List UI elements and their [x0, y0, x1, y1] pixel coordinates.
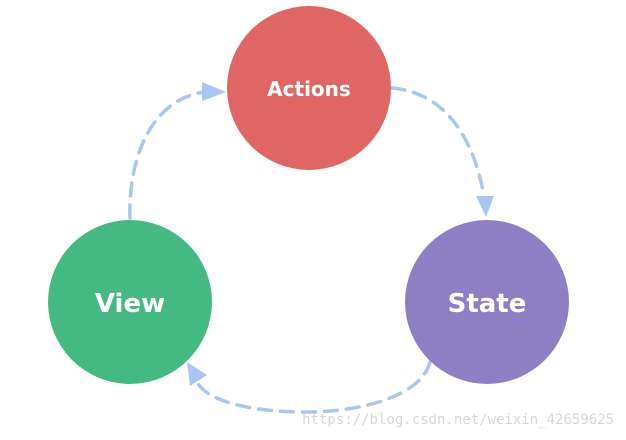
edge-view-to-actions-line	[128, 90, 206, 220]
edge-actions-to-state-arrowhead	[476, 196, 494, 217]
node-view: View	[48, 220, 212, 384]
node-view-circle	[48, 220, 212, 384]
edge-state-to-view-line	[195, 360, 432, 414]
watermark: https://blog.csdn.net/weixin_42659625	[302, 412, 614, 428]
node-actions-label: Actions	[267, 77, 351, 101]
edge-state-to-view	[187, 360, 432, 414]
edge-state-to-view-arrowhead	[187, 362, 207, 386]
node-state-label: State	[448, 289, 527, 319]
node-state: State	[405, 220, 569, 384]
node-actions: Actions	[227, 6, 391, 170]
edge-actions-to-state-line	[390, 86, 486, 198]
edge-view-to-actions-arrowhead	[202, 82, 226, 101]
node-state-circle	[405, 220, 569, 384]
node-view-label: View	[95, 289, 165, 319]
edge-actions-to-state	[390, 86, 494, 217]
node-actions-circle	[227, 6, 391, 170]
edge-view-to-actions	[128, 82, 226, 220]
